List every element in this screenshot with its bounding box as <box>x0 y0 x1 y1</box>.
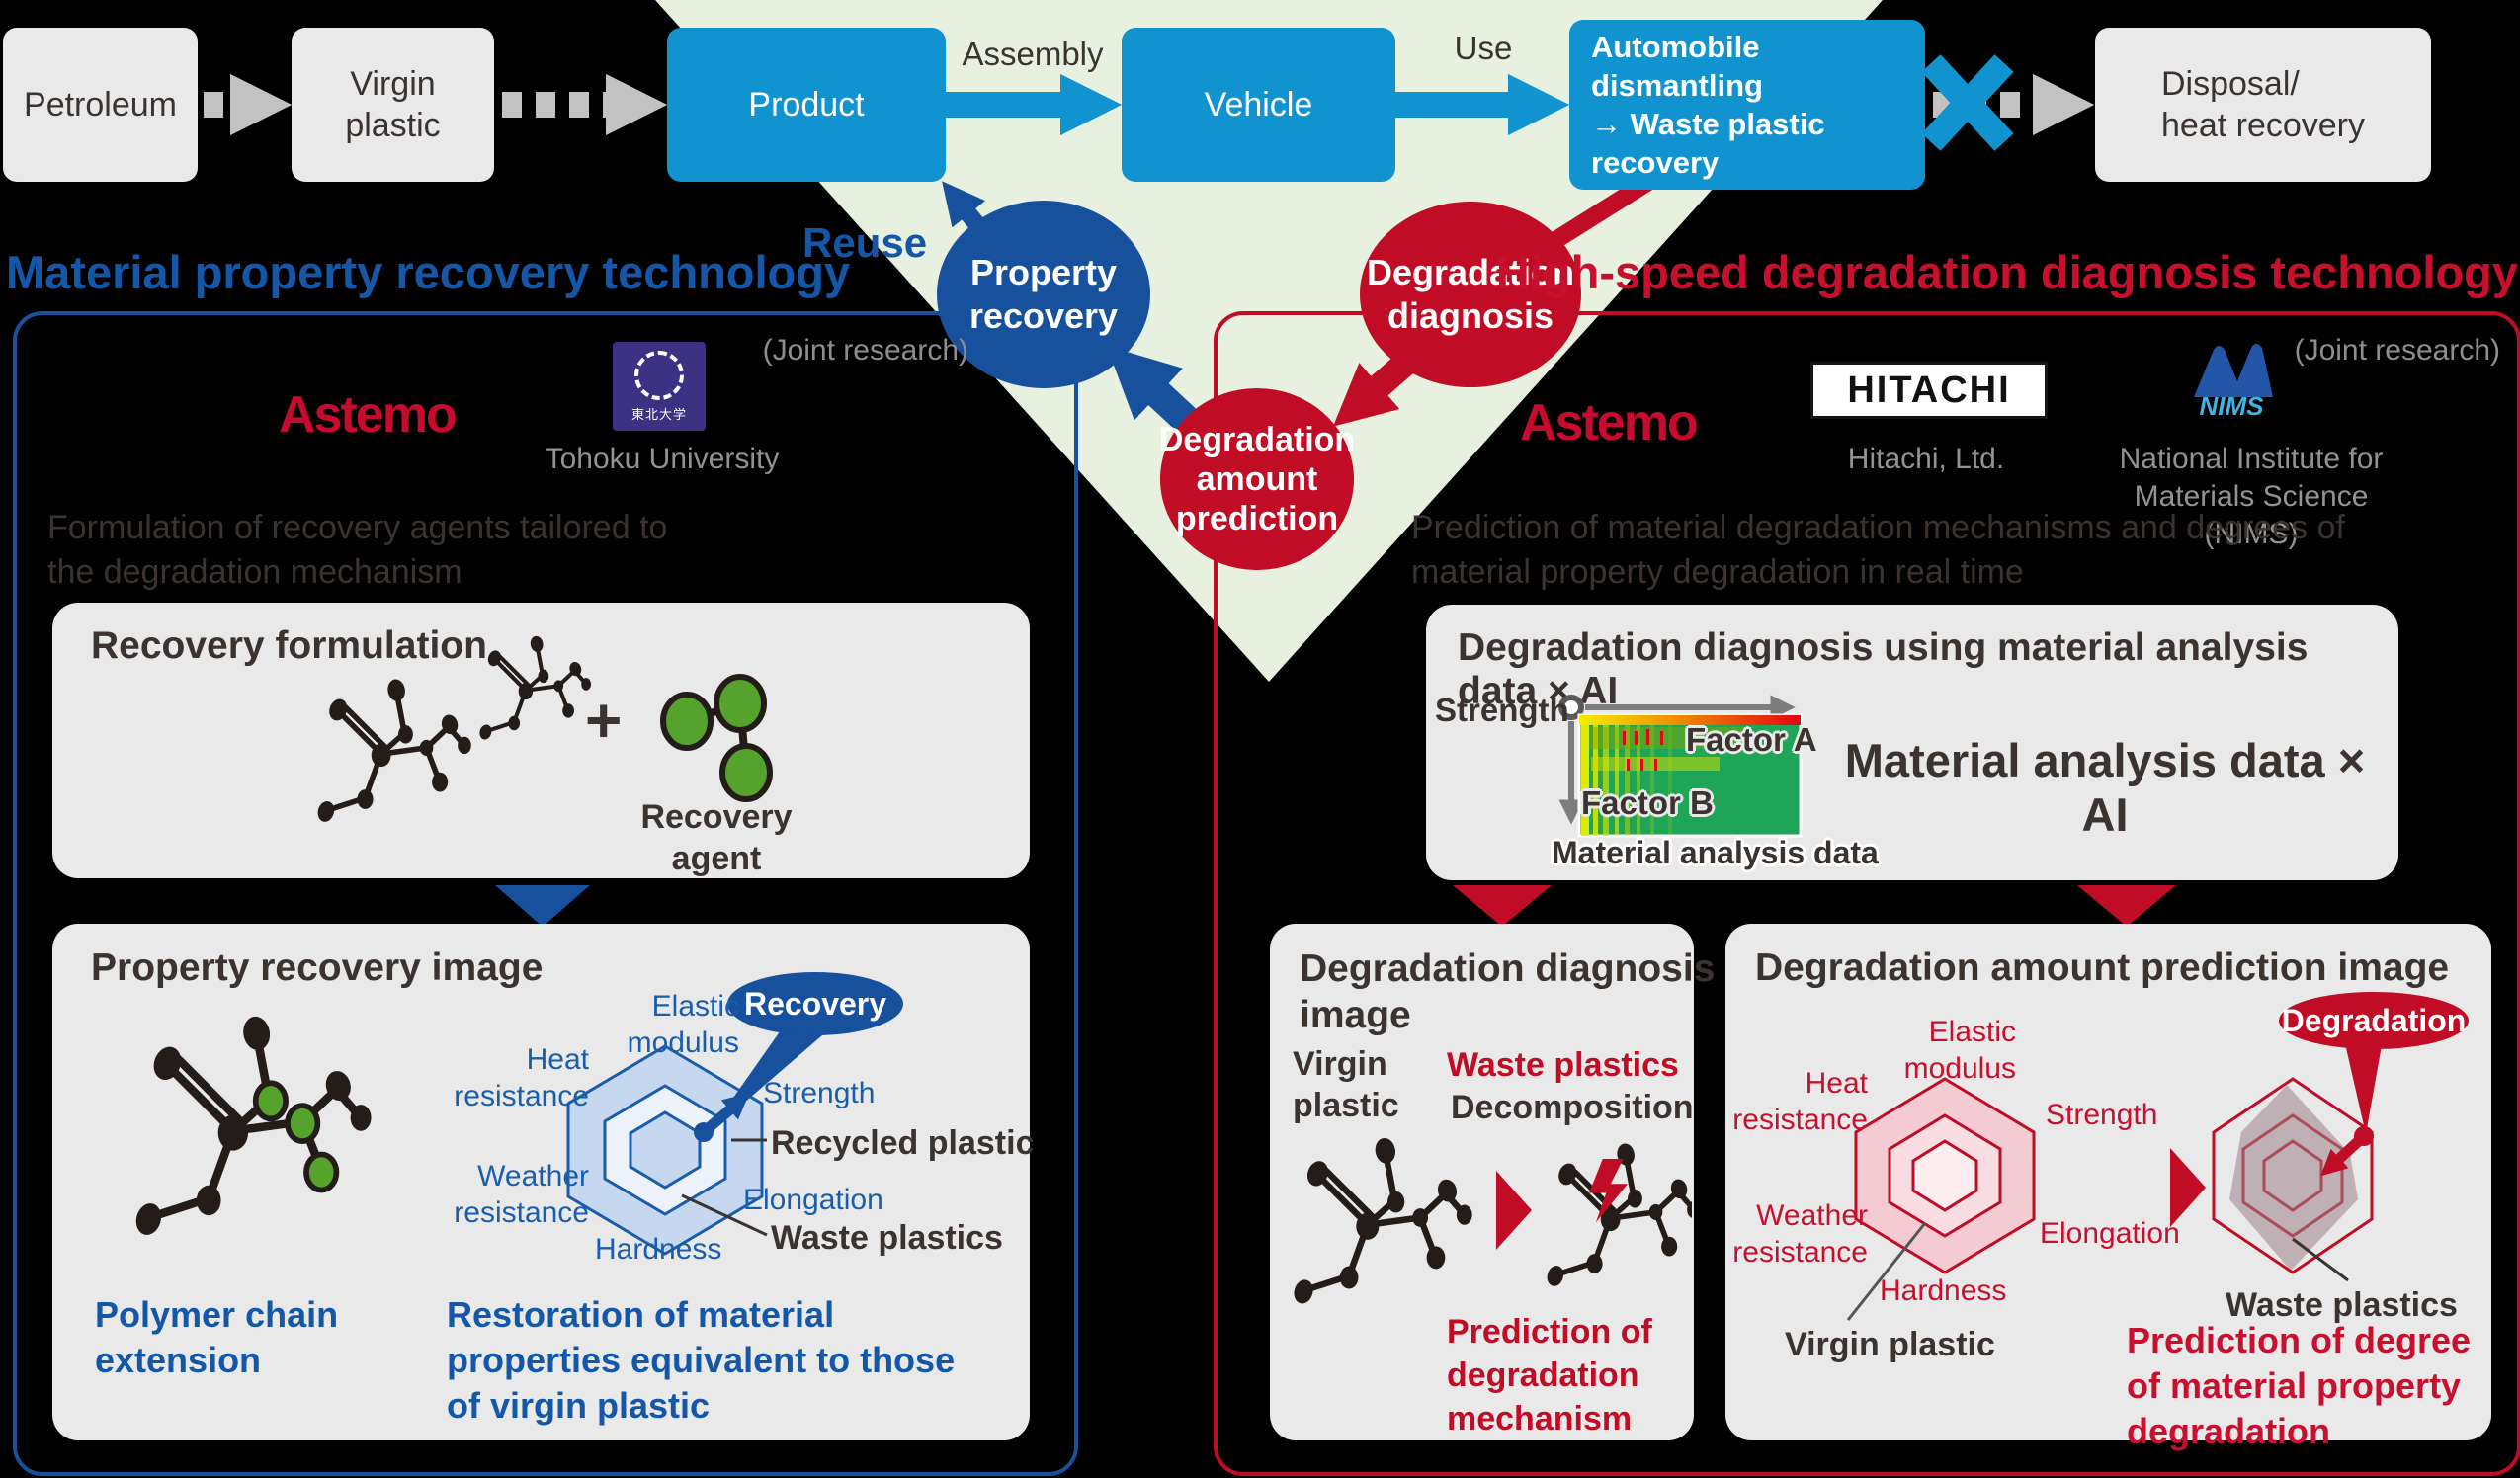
extended-polymer-molecule-icon <box>104 1013 430 1240</box>
flow-box-petroleum: Petroleum <box>3 28 198 182</box>
right-description: Prediction of material degradation mecha… <box>1411 509 2345 591</box>
waste-plastics-label-right: Waste plastics <box>1447 1046 1679 1084</box>
material-analysis-data-caption: Material analysis data <box>1552 835 1879 870</box>
tohoku-university-label: Tohoku University <box>545 443 780 475</box>
plus-sign: + <box>585 685 623 756</box>
joint-research-right: (Joint research) <box>2294 334 2500 367</box>
material-analysis-headline: Material analysis data × AI <box>1844 734 2366 841</box>
assembly-label: Assembly <box>962 36 1104 72</box>
flow-box-disposal: Disposal/ heat recovery <box>2095 28 2431 182</box>
radar-label-hardness-r: Hardness <box>1880 1274 2007 1307</box>
astemo-logo-right: Astemo <box>1520 394 1699 452</box>
property-recovery-circle: Property recovery <box>937 201 1150 388</box>
transition-arrow <box>2170 1148 2206 1227</box>
down-arrow-red-1 <box>1453 885 1552 927</box>
factor-b-label: Factor B <box>1581 784 1714 821</box>
radar-label-weather-resistance: Weather resistance <box>454 1160 589 1229</box>
restoration-caption: Restoration of material properties equiv… <box>447 1294 956 1426</box>
prediction-mechanism-caption: Prediction of degradation mechanism <box>1447 1313 1652 1437</box>
down-arrow-red-2 <box>2077 885 2176 927</box>
connector-dismantling-diagnosis <box>1537 174 1653 257</box>
recycled-plastic-label: Recycled plastic <box>771 1124 1035 1162</box>
radar-label-elastic-modulus-r: Elastic modulus <box>1903 1016 2016 1085</box>
tohoku-crest-text: 東北大学 <box>630 406 687 422</box>
flow-box-virgin-plastic: Virgin plastic <box>292 28 494 182</box>
decomposition-label: Decomposition <box>1451 1089 1694 1126</box>
radar-label-elongation: Elongation <box>743 1184 883 1216</box>
hitachi-logo: HITACHI <box>1810 362 2048 419</box>
radar-label-strength: Strength <box>763 1077 876 1109</box>
flow-box-dismantling: Automobile dismantling → Waste plastic r… <box>1569 20 1925 190</box>
factor-a-label: Factor A <box>1686 721 1817 758</box>
waste-plastics-label-r: Waste plastics <box>2226 1286 2458 1324</box>
virgin-plastic-label-r: Virgin plastic <box>1785 1326 1995 1363</box>
radar-label-elongation-r: Elongation <box>2040 1217 2180 1250</box>
ai-diagnosis-title: Degradation diagnosis using material ana… <box>1458 626 2309 712</box>
radar-label-weather-resistance-r: Weather resistance <box>1732 1199 1868 1269</box>
degraded-polymer-molecules-icon <box>262 622 598 869</box>
radar-label-strength-r: Strength <box>2046 1099 2158 1131</box>
degradation-diagnosis-circle: Degradation diagnosis <box>1360 202 1581 387</box>
radar-label-heat-resistance-r: Heat resistance <box>1732 1067 1868 1136</box>
recovery-callout: Recovery <box>727 972 903 1035</box>
nims-sub-label: National Institute for Materials Science… <box>2119 443 2384 550</box>
nims-logo: NIMS <box>2194 344 2273 421</box>
flow-box-product: Product <box>667 28 946 182</box>
degradation-callout: Degradation <box>2279 992 2469 1049</box>
svg-text:NIMS: NIMS <box>2200 391 2265 421</box>
heatmap <box>1577 713 1803 838</box>
property-radar-chart <box>566 1027 822 1256</box>
left-section-header: Material property recovery technology <box>6 246 851 298</box>
use-label: Use <box>1454 30 1513 66</box>
recovery-agent-molecule-icon <box>647 674 786 812</box>
left-description: Formulation of recovery agents tailored … <box>47 509 668 591</box>
no-disposal-x-icon <box>1921 54 2014 151</box>
right-panel <box>1214 311 2520 1476</box>
transition-arrow <box>1496 1171 1532 1250</box>
property-recovery-image-title: Property recovery image <box>91 946 544 989</box>
analysis-axes-heatmap <box>1558 695 1803 838</box>
tohoku-university-logo: 東北大学 <box>613 342 706 431</box>
right-section-header: High-speed degradation diagnosis technol… <box>1495 246 2518 298</box>
radar-label-heat-resistance: Heat resistance <box>454 1043 589 1112</box>
joint-research-left: (Joint research) <box>762 334 968 367</box>
degraded-profile-overlay <box>2229 1085 2358 1271</box>
decomposition-molecules-icon <box>1277 1131 1692 1329</box>
recovery-formulation-title: Recovery formulation <box>91 624 487 667</box>
prediction-image-title: Degradation amount prediction image <box>1755 946 2450 989</box>
astemo-logo-left: Astemo <box>279 386 458 444</box>
hitachi-sub-label: Hitachi, Ltd. <box>1847 443 2005 475</box>
radar-label-hardness: Hardness <box>595 1233 722 1266</box>
radar-label-elastic-modulus: Elastic modulus <box>627 990 739 1059</box>
strength-axis-label: Strength <box>1435 692 1569 728</box>
flow-box-vehicle: Vehicle <box>1122 28 1395 182</box>
virgin-plastic-label: Virgin plastic <box>1293 1045 1399 1124</box>
tohoku-crest-icon <box>634 350 684 400</box>
diagnosis-image-title: Degradation diagnosis image <box>1300 947 1716 1036</box>
degradation-amount-prediction-circle: Degradation amount prediction <box>1159 388 1355 570</box>
polymer-chain-extension-caption: Polymer chain extension <box>95 1294 339 1380</box>
down-arrow-blue <box>495 885 590 927</box>
waste-plastics-label-left: Waste plastics <box>771 1219 1003 1257</box>
left-panel <box>13 311 1078 1476</box>
degradation-radar-charts <box>1846 1039 2382 1321</box>
degradation-callout-tail <box>2344 1039 2382 1134</box>
recovery-agent-label: Recovery agent <box>640 798 793 877</box>
prediction-degree-caption: Prediction of degree of material propert… <box>2127 1320 2472 1451</box>
reuse-label: Reuse <box>802 219 928 266</box>
